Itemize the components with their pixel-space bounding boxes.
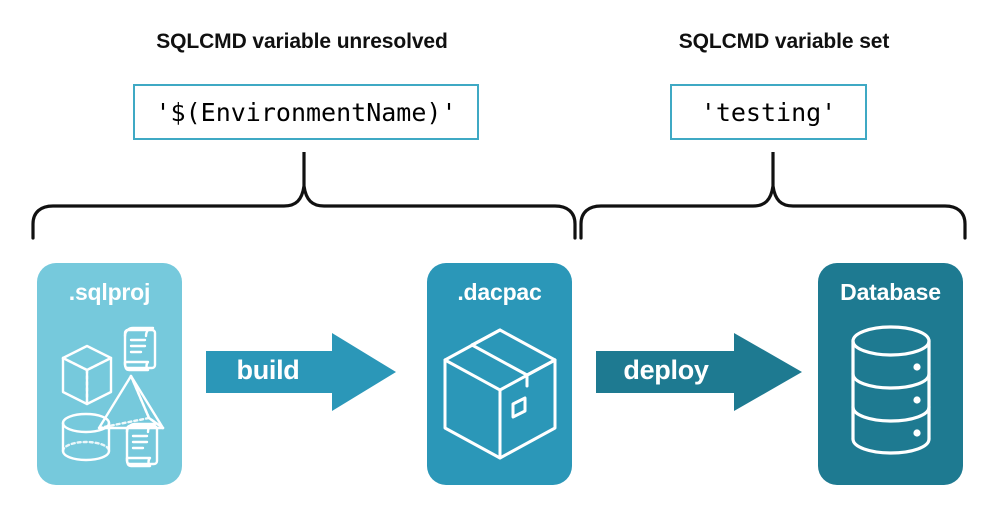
arrow-build: build — [206, 333, 396, 411]
stage-card-title-dacpac: .dacpac — [457, 279, 542, 305]
stage-card-title-sqlproj: .sqlproj — [68, 279, 151, 305]
script-scroll-icon-bottom — [125, 422, 158, 468]
stage-card-database: Database — [818, 263, 963, 485]
heading-sqlcmd-variable-unresolved: SQLCMD variable unresolved — [156, 30, 448, 53]
script-scroll-icon-top — [123, 326, 156, 372]
heading-sqlcmd-variable-set: SQLCMD variable set — [678, 30, 890, 53]
pyramid-icon — [97, 374, 164, 430]
package-box-icon — [427, 311, 572, 477]
code-value-text-unresolved: '$(EnvironmentName)' — [155, 97, 457, 127]
code-value-box-unresolved: '$(EnvironmentName)' — [133, 84, 479, 140]
arrow-deploy: deploy — [596, 333, 802, 411]
arrow-deploy-label: deploy — [623, 355, 709, 385]
arrow-build-label: build — [236, 355, 300, 385]
stage-card-dacpac: .dacpac — [427, 263, 572, 485]
stage-card-title-database: Database — [840, 279, 941, 305]
code-value-box-set: 'testing' — [670, 84, 867, 140]
cylinder-icon — [61, 412, 110, 462]
curly-brace-left-icon — [30, 150, 578, 245]
curly-brace-right-icon — [578, 150, 968, 245]
database-cylinder-icon — [818, 311, 963, 477]
code-value-text-set: 'testing' — [700, 97, 837, 127]
stage-card-sqlproj: .sqlproj — [37, 263, 182, 485]
project-objects-icon — [37, 311, 182, 477]
cube-icon — [61, 344, 112, 406]
